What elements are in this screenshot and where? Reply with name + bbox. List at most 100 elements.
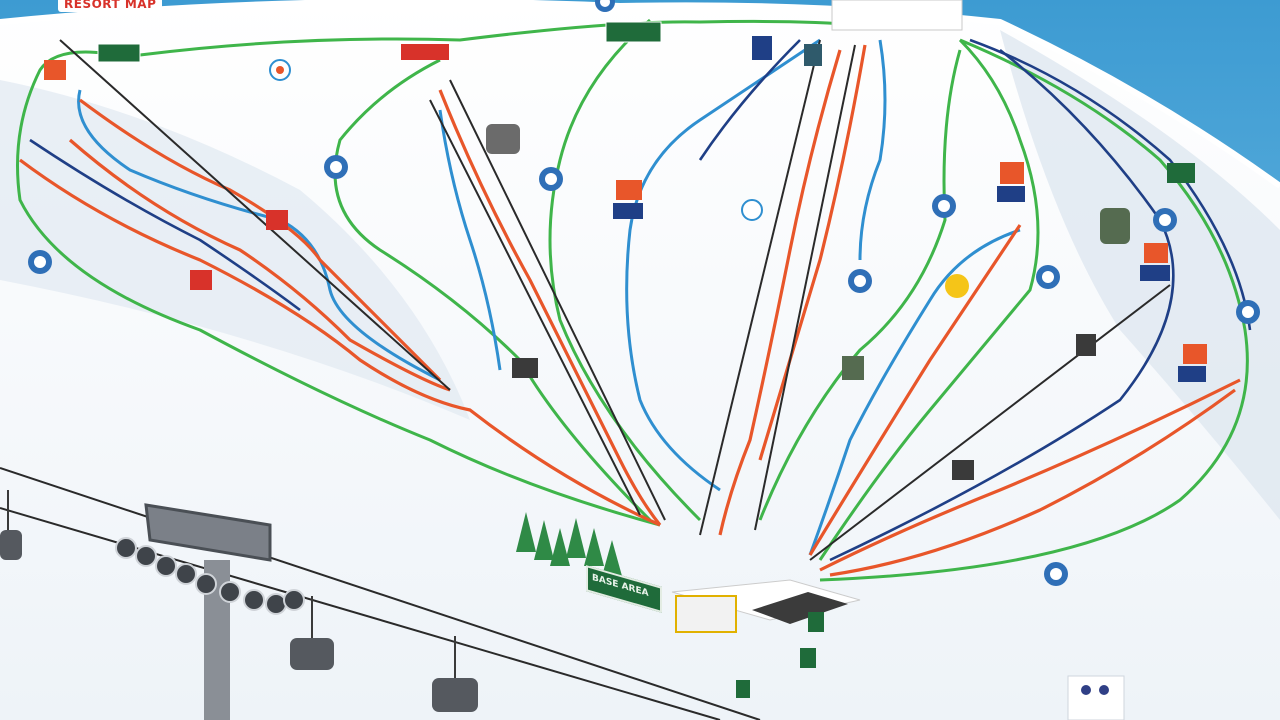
run-green-center-left[interactable] — [333, 58, 652, 522]
restaurant-icon[interactable] — [401, 44, 449, 60]
run-orange-left-a[interactable] — [19, 158, 661, 527]
photo-spot-icon[interactable] — [842, 356, 864, 380]
lift-station-icon[interactable] — [831, 0, 963, 31]
trail-marker-icon[interactable] — [539, 167, 563, 191]
restaurant-icon[interactable] — [44, 60, 66, 80]
lodge-door — [736, 680, 750, 698]
sun-marker-icon[interactable] — [945, 274, 969, 298]
facility-icons — [44, 0, 1207, 480]
run-orange-far-right-a[interactable] — [819, 378, 1241, 572]
photo-spot-icon[interactable] — [486, 124, 520, 154]
trail-marker-icon[interactable] — [28, 250, 52, 274]
run-blue-mid[interactable] — [858, 39, 887, 261]
snow-ridge-line — [0, 0, 1280, 189]
trail-marker-icon[interactable] — [269, 59, 291, 81]
bottom-right-lodge[interactable] — [1067, 675, 1125, 720]
photo-spot-icon[interactable] — [512, 358, 538, 378]
lift-line-3[interactable] — [429, 99, 641, 516]
run-navy-center[interactable] — [698, 39, 801, 161]
resort-title-sign: RESORT MAP — [58, 0, 163, 12]
pine-tree-icon — [584, 528, 604, 566]
trail-marker-icon[interactable] — [932, 194, 956, 218]
base-trees — [516, 512, 622, 576]
foreground-chairlift — [0, 467, 761, 720]
run-blue-center[interactable] — [625, 38, 821, 492]
lift-cable — [0, 467, 761, 720]
trail-markers — [28, 0, 1260, 586]
lodge-wall — [675, 595, 737, 633]
base-lodge[interactable] — [671, 579, 861, 698]
trail-marker-icon[interactable] — [1236, 300, 1260, 324]
lift-lines — [59, 39, 1171, 561]
lodge-roof — [752, 592, 848, 624]
lodge-door — [808, 612, 824, 632]
trail-marker-icon[interactable] — [595, 0, 615, 12]
lift-line-6[interactable] — [809, 284, 1171, 561]
restaurant-icon[interactable] — [1144, 243, 1168, 263]
info-sign-icon[interactable] — [1140, 265, 1170, 281]
lift-tower-wheels — [115, 537, 305, 615]
restaurant-icon[interactable] — [190, 270, 212, 290]
intermediate-runs — [77, 38, 1021, 556]
photo-spot-icon[interactable] — [952, 460, 974, 480]
restaurant-icon[interactable] — [1183, 344, 1207, 364]
pine-tree-icon — [534, 520, 554, 560]
run-navy-left[interactable] — [29, 138, 301, 312]
lift-line-1[interactable] — [59, 39, 451, 391]
run-green-far-right[interactable] — [819, 38, 1249, 582]
info-sign-icon[interactable] — [1178, 366, 1206, 382]
trail-marker-icon[interactable] — [1044, 562, 1068, 586]
info-sign-icon[interactable] — [1167, 163, 1195, 183]
lift-line-2[interactable] — [449, 79, 666, 521]
run-orange-far-right-b[interactable] — [829, 388, 1236, 577]
chairlift-gondola-icon[interactable] — [432, 636, 478, 712]
pine-tree-icon — [550, 528, 570, 566]
trail-marker-icon[interactable] — [1153, 208, 1177, 232]
info-sign-icon[interactable] — [752, 36, 772, 60]
photo-spot-icon[interactable] — [1100, 208, 1130, 244]
photo-spot-icon[interactable] — [1076, 334, 1096, 356]
chairlift-gondola-icon[interactable] — [290, 596, 334, 670]
lodge-door — [800, 648, 816, 668]
pine-tree-icon — [566, 518, 586, 558]
lift-tower-head — [144, 503, 272, 562]
trail-marker-icon[interactable] — [848, 269, 872, 293]
advanced-runs — [19, 44, 1241, 577]
expert-runs — [29, 38, 1252, 562]
run-green-right-upper[interactable] — [758, 49, 962, 521]
run-navy-right-b[interactable] — [829, 48, 1175, 562]
lift-line-5[interactable] — [754, 44, 856, 531]
run-green-center[interactable] — [548, 18, 702, 522]
pine-tree-icon — [602, 540, 622, 576]
trail-marker-icon[interactable] — [741, 199, 763, 221]
run-blue-center-left[interactable] — [438, 109, 502, 371]
run-orange-center[interactable] — [438, 89, 662, 526]
lift-line-4[interactable] — [699, 39, 821, 536]
run-orange-mid-a[interactable] — [718, 49, 842, 536]
chairlift-gondola-icon[interactable] — [0, 490, 22, 560]
pine-tree-icon — [516, 512, 536, 552]
run-orange-mid-b[interactable] — [758, 44, 867, 461]
run-orange-left-c[interactable] — [68, 138, 451, 392]
lodge-icon — [1067, 675, 1125, 720]
lift-station-icon[interactable] — [605, 21, 662, 43]
info-sign-icon[interactable] — [804, 44, 822, 66]
run-green-upper[interactable] — [139, 19, 861, 57]
lift-station-icon[interactable] — [97, 43, 141, 63]
mountain-shadow-left — [0, 80, 470, 420]
run-orange-right[interactable] — [808, 224, 1022, 556]
trail-marker-icon[interactable] — [1036, 265, 1060, 289]
run-blue-right[interactable] — [808, 228, 1021, 556]
run-green-outer-left[interactable] — [16, 50, 661, 527]
restaurant-icon[interactable] — [1000, 162, 1024, 184]
info-sign-icon[interactable] — [613, 203, 643, 219]
info-sign-icon[interactable] — [997, 186, 1025, 202]
restaurant-icon[interactable] — [266, 210, 288, 230]
restaurant-icon[interactable] — [616, 180, 642, 200]
run-green-right[interactable] — [818, 38, 1040, 561]
run-navy-right-a[interactable] — [969, 38, 1252, 331]
beginner-runs — [16, 18, 1249, 582]
trail-marker-icon[interactable] — [324, 155, 348, 179]
